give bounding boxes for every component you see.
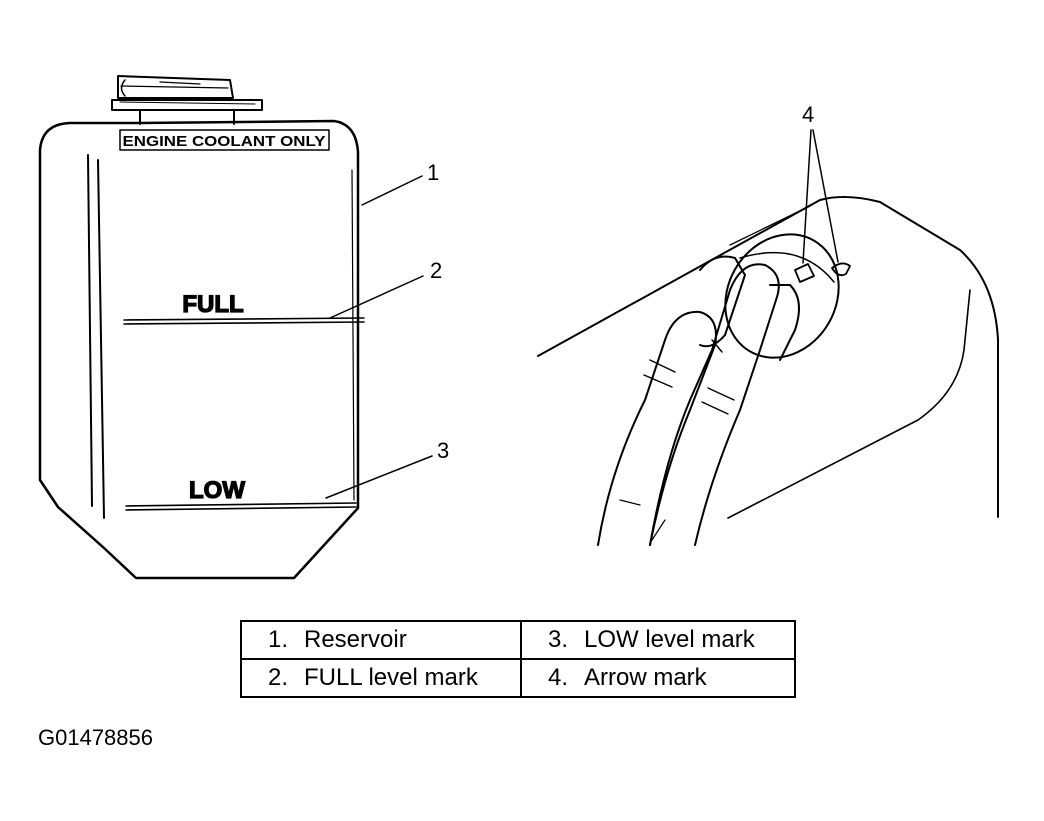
- legend-cell: 2. FULL level mark: [240, 658, 522, 698]
- figure-id: G01478856: [38, 725, 153, 750]
- legend-number: 1.: [267, 626, 288, 653]
- reservoir-illustration: [38, 75, 433, 580]
- legend-number: 2.: [267, 664, 288, 691]
- legend-text: LOW level mark: [584, 626, 755, 653]
- callout-3: 3: [437, 438, 449, 463]
- reservoir-cap: [111, 75, 263, 125]
- legend-number: 4.: [547, 664, 568, 691]
- leader-3: [325, 455, 433, 499]
- callout-4: 4: [802, 102, 814, 127]
- cap-disc: [724, 233, 840, 359]
- engine-coolant-label: ENGINE COOLANT ONLY: [123, 133, 326, 150]
- low-level-line: [125, 502, 357, 511]
- engine-coolant-label-box: [119, 129, 330, 151]
- leader-4a: [802, 129, 812, 264]
- fingers: [597, 255, 800, 546]
- legend-number: 3.: [547, 626, 568, 653]
- callout-1: 1: [427, 160, 439, 185]
- low-mark-label: LOW: [189, 477, 245, 504]
- callout-2: 2: [430, 258, 442, 283]
- legend-text: Reservoir: [304, 626, 407, 653]
- legend-row: 1. Reservoir 3. LOW level mark: [240, 620, 796, 660]
- arrow-mark-1: [794, 263, 815, 283]
- full-mark-label: FULL: [182, 291, 243, 318]
- legend-cell: 4. Arrow mark: [520, 658, 796, 698]
- legend-table: 1. Reservoir 3. LOW level mark 2. FULL leve…: [240, 620, 796, 698]
- legend-row: 2. FULL level mark 4. Arrow mark: [240, 658, 796, 698]
- reservoir-body: [38, 119, 360, 580]
- legend-text: Arrow mark: [584, 664, 707, 691]
- legend-cell: 3. LOW level mark: [520, 620, 796, 660]
- leader-4b: [812, 129, 839, 263]
- arrow-mark-2: [831, 262, 851, 277]
- legend-cell: 1. Reservoir: [240, 620, 522, 660]
- leader-1: [361, 175, 423, 206]
- full-level-line: [123, 317, 365, 325]
- cap-illustration: [537, 129, 999, 546]
- leader-2: [329, 275, 424, 319]
- legend-text: FULL level mark: [304, 664, 478, 691]
- coolant-diagram: ENGINE COOLANT ONLY FULL LOW 1 2 3 4: [38, 75, 999, 580]
- tank-top-outline: [537, 196, 999, 518]
